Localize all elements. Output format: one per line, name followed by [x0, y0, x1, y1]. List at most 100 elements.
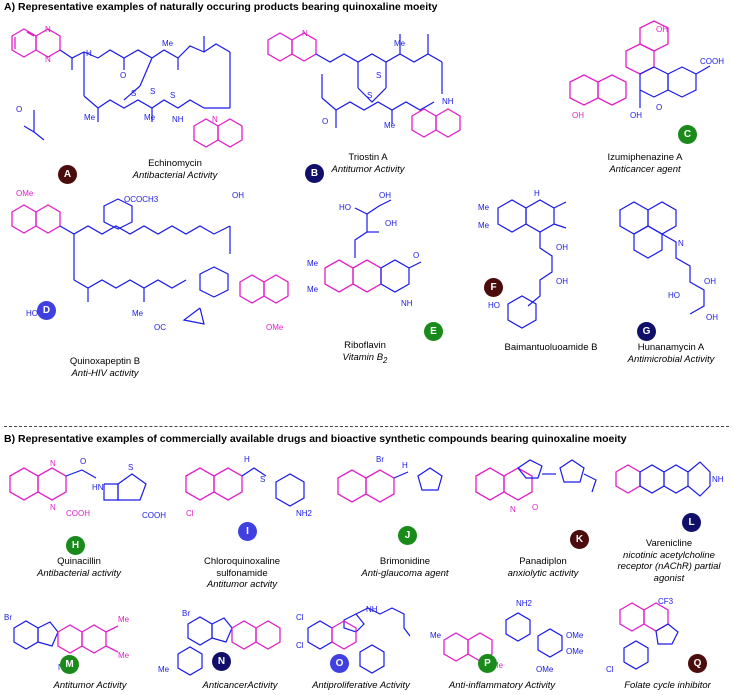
svg-text:OH: OH	[630, 111, 642, 120]
badge-e: E	[424, 322, 443, 341]
compound-k-name: Panadiplon	[519, 556, 567, 567]
svg-text:OH: OH	[556, 243, 568, 252]
compound-a-name: Echinomycin	[148, 158, 202, 169]
structure-echinomycin: N N H O Me S S S Me Me O NH N	[11, 25, 243, 148]
svg-text:OC: OC	[154, 323, 166, 332]
compound-d-name: Quinoxapeptin B	[69, 356, 141, 367]
compound-c-name: Izumiphenazine A	[607, 152, 683, 163]
svg-text:O: O	[656, 103, 662, 112]
svg-text:N: N	[212, 115, 218, 124]
compound-p-activity: Anti-inflammatory Activity	[448, 680, 556, 691]
structure-triostin-a: N S S Me O Me NH	[267, 29, 461, 138]
structure-baimantuoluoamide-b: Me Me H OH OH HO	[478, 189, 568, 329]
badge-d: D	[37, 301, 56, 320]
svg-text:NH: NH	[172, 115, 184, 124]
compound-l-activity-line3: agonist	[653, 572, 685, 584]
compound-q-activity: Folate cycle inhibitor	[624, 680, 711, 691]
badge-o: O	[330, 654, 349, 673]
compound-g-activity: Antimicrobial Activity	[627, 353, 715, 365]
compound-j-activity: Anti-glaucoma agent	[361, 567, 449, 579]
svg-text:S: S	[150, 87, 155, 96]
structure-panadiplon: N O	[475, 459, 597, 514]
compound-l-activity-line2: receptor (nAChR) partial	[617, 561, 721, 572]
svg-text:Me: Me	[384, 121, 396, 130]
svg-text:Me: Me	[430, 631, 442, 640]
section-divider	[4, 426, 729, 427]
svg-text:Cl: Cl	[296, 613, 304, 622]
svg-text:OMe: OMe	[566, 647, 584, 656]
badge-j: J	[398, 526, 417, 545]
svg-text:Me: Me	[118, 615, 130, 624]
svg-text:S: S	[131, 89, 136, 98]
compound-h-activity: Antibacterial activity	[37, 567, 121, 579]
svg-text:HO: HO	[668, 291, 680, 300]
svg-text:N: N	[302, 29, 308, 38]
svg-text:OMe: OMe	[566, 631, 584, 640]
svg-text:Me: Me	[307, 259, 319, 268]
svg-text:Me: Me	[84, 113, 96, 122]
svg-text:OH: OH	[556, 277, 568, 286]
structure-brimonidine: Br H	[337, 455, 443, 503]
svg-text:OH: OH	[704, 277, 716, 286]
svg-text:NH: NH	[442, 97, 454, 106]
badge-p: P	[478, 654, 497, 673]
svg-text:O: O	[16, 105, 22, 114]
svg-text:HO: HO	[26, 309, 38, 318]
svg-text:OMe: OMe	[536, 665, 554, 674]
structure-hunanamycin-a: N OH HO OH	[619, 201, 718, 322]
svg-text:OH: OH	[572, 111, 584, 120]
svg-text:Me: Me	[162, 39, 174, 48]
svg-text:Me: Me	[158, 665, 170, 674]
structure-quinoxapeptin-b: OMe OCOCH3 OH HO OC Me OMe	[11, 189, 289, 332]
compound-i-name-line2: sulfonamide	[216, 567, 268, 579]
svg-text:HO: HO	[488, 301, 500, 310]
compound-i-name: Chloroquinoxaline	[203, 556, 281, 567]
structure-izumiphenazine-a: OH OH COOH O OH	[569, 20, 724, 120]
svg-text:Me: Me	[132, 309, 144, 318]
svg-text:COOH: COOH	[700, 57, 724, 66]
svg-text:Me: Me	[492, 661, 504, 670]
badge-q: Q	[688, 654, 707, 673]
svg-text:O: O	[120, 71, 126, 80]
badge-l: L	[682, 513, 701, 532]
section-a-title: A) Representative examples of naturally …	[4, 1, 438, 13]
svg-text:Br: Br	[4, 613, 12, 622]
svg-text:H: H	[534, 189, 540, 198]
compound-k-activity: anxiolytic activity	[507, 567, 579, 579]
svg-text:N: N	[50, 459, 56, 468]
svg-text:OH: OH	[706, 313, 718, 322]
structure-quinacillin: N N COOH O HN S COOH	[9, 457, 166, 520]
svg-text:S: S	[367, 91, 372, 100]
svg-text:Me: Me	[118, 651, 130, 660]
compound-h-name: Quinacillin	[57, 556, 101, 567]
svg-text:Br: Br	[376, 455, 384, 464]
compound-i-activity: Antitumor actvity	[206, 579, 278, 590]
compound-b-activity: Antitumor Activity	[331, 163, 405, 175]
svg-text:O: O	[322, 117, 328, 126]
svg-text:NH2: NH2	[296, 509, 313, 518]
svg-text:HO: HO	[339, 203, 351, 212]
svg-text:Cl: Cl	[186, 509, 194, 518]
structure-p: NH2 Me Me OMe OMe OMe	[430, 599, 584, 674]
svg-text:Me: Me	[307, 285, 319, 294]
svg-text:S: S	[170, 91, 175, 100]
svg-text:OCOCH3: OCOCH3	[124, 195, 159, 204]
compound-e-name: Riboflavin	[344, 340, 386, 351]
badge-b: B	[305, 164, 324, 183]
svg-text:H: H	[86, 49, 92, 58]
svg-text:Cl: Cl	[296, 641, 304, 650]
svg-text:Me: Me	[144, 113, 156, 122]
svg-text:N: N	[45, 25, 51, 34]
structure-chloroquinoxaline-sulfonamide: Cl H S NH2	[185, 455, 313, 518]
compound-a-activity: Antibacterial Activity	[132, 169, 218, 181]
svg-text:S: S	[376, 71, 381, 80]
svg-text:OH: OH	[656, 25, 668, 34]
svg-text:O: O	[80, 457, 86, 466]
svg-text:HN: HN	[92, 483, 104, 492]
svg-text:N: N	[50, 503, 56, 512]
compound-c-activity: Anticancer agent	[609, 163, 681, 175]
structure-o: Cl Cl NH	[296, 605, 411, 674]
compound-m-activity: Antitumor Activity	[53, 680, 127, 691]
compound-l-name: Varenicline	[645, 538, 693, 549]
svg-text:NH: NH	[712, 475, 724, 484]
